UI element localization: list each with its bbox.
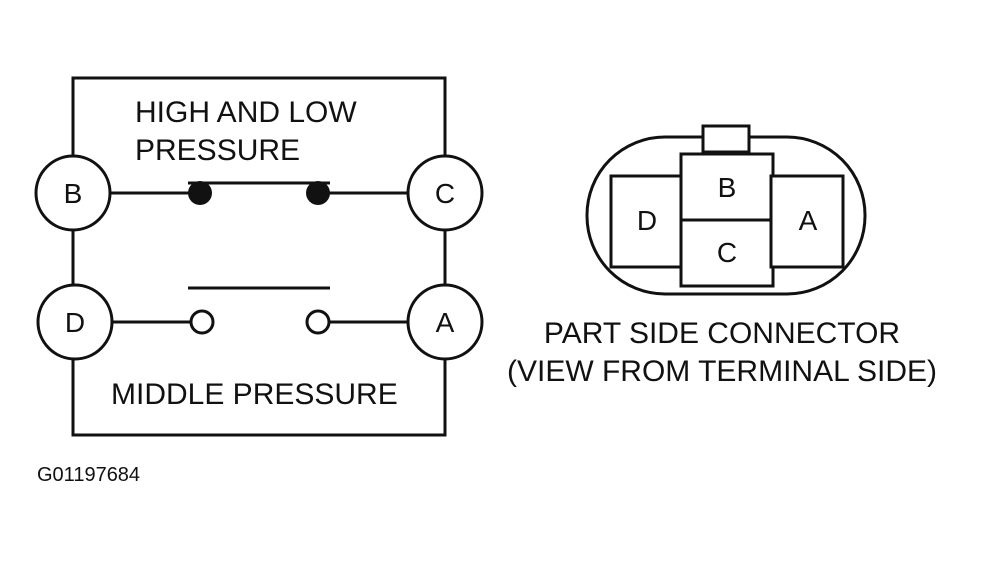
label-high-low-line1: HIGH AND LOW <box>135 96 357 129</box>
mid-contact-right <box>305 309 331 335</box>
connector-cell-c <box>679 218 775 288</box>
mid-contact-left <box>189 309 215 335</box>
connector-latch <box>701 124 751 154</box>
terminal-c-circle <box>406 154 484 232</box>
terminal-a-label: A <box>436 307 455 338</box>
connector-cell-b <box>679 152 775 224</box>
connector-label-a: A <box>799 205 818 236</box>
figure-id: G01197684 <box>37 464 140 486</box>
connector-caption-line2: (VIEW FROM TERMINAL SIDE) <box>507 355 937 388</box>
label-high-low-line2: PRESSURE <box>135 134 300 167</box>
label-middle-pressure: MIDDLE PRESSURE <box>111 378 398 411</box>
hl-contact-right <box>306 181 330 205</box>
terminal-d-label: D <box>65 307 85 338</box>
connector-label-b: B <box>718 172 737 203</box>
terminal-a-circle <box>406 283 484 361</box>
hl-contact-left <box>188 181 212 205</box>
connector-cell-d <box>609 174 685 269</box>
connector-label-c: C <box>717 237 737 268</box>
terminal-b-label: B <box>64 178 83 209</box>
switch-box <box>71 76 447 437</box>
connector-cell-a <box>769 174 845 269</box>
terminal-c-label: C <box>435 178 455 209</box>
terminal-b-circle <box>34 154 112 232</box>
connector-label-d: D <box>637 205 657 236</box>
connector-caption-line1: PART SIDE CONNECTOR <box>544 317 900 350</box>
terminal-d-circle <box>36 283 114 361</box>
